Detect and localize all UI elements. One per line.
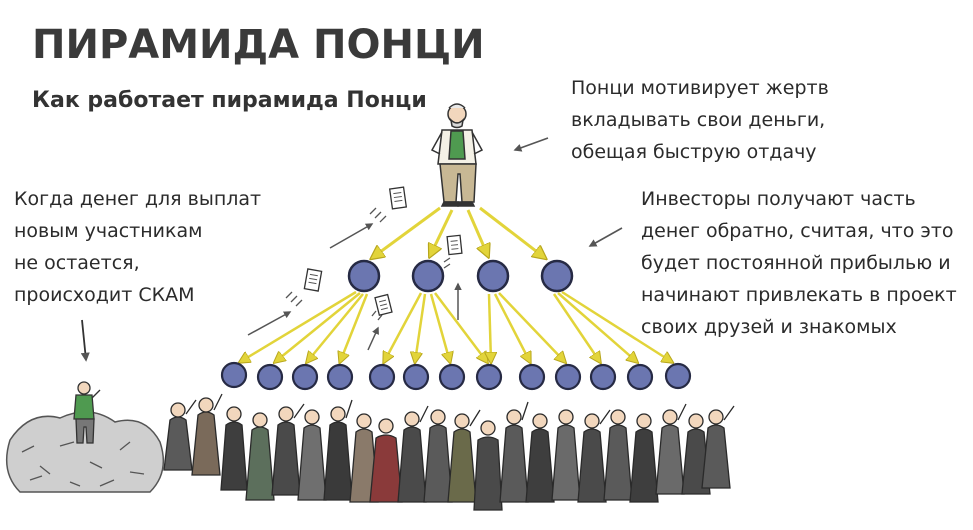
note-scam-line: происходит СКАМ [14,284,195,306]
note-investors-line: Инвесторы получают часть [641,188,916,210]
pyramid-node [589,363,617,391]
pyramid-node [664,362,692,390]
pyramid-node [256,363,284,391]
note-investors-line: денег обратно, считая, что это [641,220,954,242]
note-investors-line: своих друзей и знакомых [641,316,897,338]
pyramid-node [554,363,582,391]
note-scam-line: не остается, [14,252,140,274]
money-flow [247,207,462,351]
note-ponzi: Понци мотивирует жертв вкладывать свои д… [571,72,829,168]
page-subtitle: Как работает пирамида Понци [32,88,427,113]
pyramid-node [291,363,319,391]
pyramid-node [476,259,510,293]
scam-figure-icon [73,381,101,444]
note-scam-line: Когда денег для выплат [14,188,262,210]
level-2-nodes [220,361,692,391]
note-ponzi-line: Понци мотивирует жертв [571,77,829,99]
arrows-level-2 [240,290,672,362]
pointer-arrow-icon [80,137,623,362]
pyramid-node [626,363,654,391]
note-scam-line: новым участникам [14,220,203,242]
money-bill-icon [374,293,393,316]
crowd-icon [163,393,735,511]
rubble-icon [5,381,165,493]
pyramid-node [518,363,546,391]
note-investors-line: начинают привлекать в проект [641,284,957,306]
note-scam: Когда денег для выплат новым участникам … [14,183,261,311]
pyramid-node [368,363,396,391]
ponzi-figure-icon [430,103,484,207]
note-investors-line: будет постоянной прибылью и [641,252,951,274]
pyramid-node [220,361,248,389]
pyramid-node [347,259,381,293]
money-bill-icon [303,268,323,292]
page-title: ПИРАМИДА ПОНЦИ [32,22,485,68]
money-bill-icon [388,186,408,210]
pyramid-node [475,363,503,391]
note-investors: Инвесторы получают часть денег обратно, … [641,183,957,343]
pyramid-node [411,259,445,293]
pyramid-node [326,363,354,391]
pyramid-node [402,363,430,391]
pyramid-node [438,363,466,391]
note-ponzi-line: обещая быструю отдачу [571,141,817,163]
note-ponzi-line: вкладывать свои деньги, [571,109,826,131]
pyramid-node [540,259,574,293]
arrows-level-1 [372,206,545,258]
money-bill-icon [446,234,463,256]
level-1-nodes [347,259,574,293]
